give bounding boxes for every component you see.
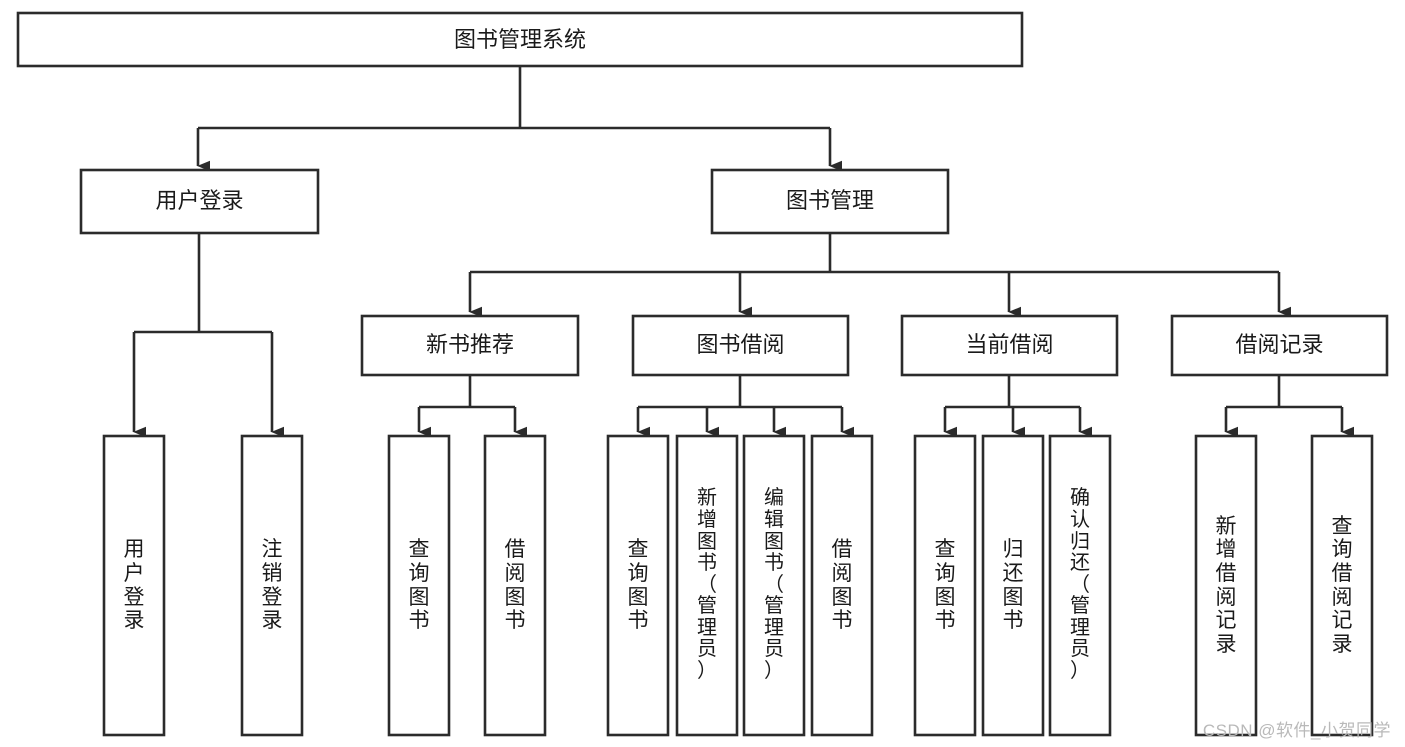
node-root-box[interactable] <box>16 11 1024 68</box>
leaf-box-group <box>102 434 1374 737</box>
node-borrow-record[interactable]: 借阅记录 <box>1170 314 1389 377</box>
node-borrow-record-label: 借阅记录 <box>1235 332 1323 357</box>
connector-group-root <box>196 66 843 172</box>
leaf-box-add-record[interactable] <box>1194 434 1258 737</box>
leaf-box-borrow-book-2[interactable] <box>810 434 874 737</box>
node-book-manage-label: 图书管理 <box>786 188 874 213</box>
node-current-borrow[interactable]: 当前借阅 <box>900 314 1119 377</box>
node-root-label: 图书管理系统 <box>454 27 586 52</box>
leaf-box-add-book[interactable] <box>675 434 739 737</box>
node-root[interactable]: 图书管理系统 <box>16 11 1024 68</box>
node-user-login-box[interactable] <box>79 168 320 235</box>
leaf-box-query-book-3[interactable] <box>913 434 977 737</box>
leaf-box-borrow-book-1[interactable] <box>483 434 547 737</box>
leaf-box-confirm-return[interactable] <box>1048 434 1112 737</box>
node-current-borrow-box[interactable] <box>900 314 1119 377</box>
leaf-box-query-record[interactable] <box>1310 434 1374 737</box>
node-user-login-label: 用户登录 <box>155 188 243 213</box>
node-borrow-record-box[interactable] <box>1170 314 1389 377</box>
watermark: CSDN @软件_小贺同学 <box>1202 721 1391 740</box>
connector-group-new-book-recommend <box>417 375 528 438</box>
node-current-borrow-label: 当前借阅 <box>965 332 1053 357</box>
connector-group-borrow-record <box>1224 375 1355 438</box>
connector-group-current-borrow <box>943 375 1093 438</box>
node-book-manage-box[interactable] <box>710 168 950 235</box>
leaf-box-return-book[interactable] <box>981 434 1045 737</box>
node-new-book-recommend[interactable]: 新书推荐 <box>360 314 580 377</box>
leaf-box-query-book-2[interactable] <box>606 434 670 737</box>
node-user-login[interactable]: 用户登录 <box>79 168 320 235</box>
connector-group-user-login <box>132 233 285 438</box>
node-new-book-recommend-label: 新书推荐 <box>426 332 514 357</box>
node-book-borrow[interactable]: 图书借阅 <box>631 314 850 377</box>
node-new-book-recommend-box[interactable] <box>360 314 580 377</box>
leaf-box-user-login[interactable] <box>102 434 166 737</box>
node-book-borrow-box[interactable] <box>631 314 850 377</box>
node-book-borrow-label: 图书借阅 <box>696 332 784 357</box>
connector-group-book-manage <box>468 233 1292 318</box>
leaf-box-query-book-1[interactable] <box>387 434 451 737</box>
connector-group-book-borrow <box>636 375 855 438</box>
leaf-box-logout[interactable] <box>240 434 304 737</box>
leaf-box-edit-book[interactable] <box>742 434 806 737</box>
node-book-manage[interactable]: 图书管理 <box>710 168 950 235</box>
